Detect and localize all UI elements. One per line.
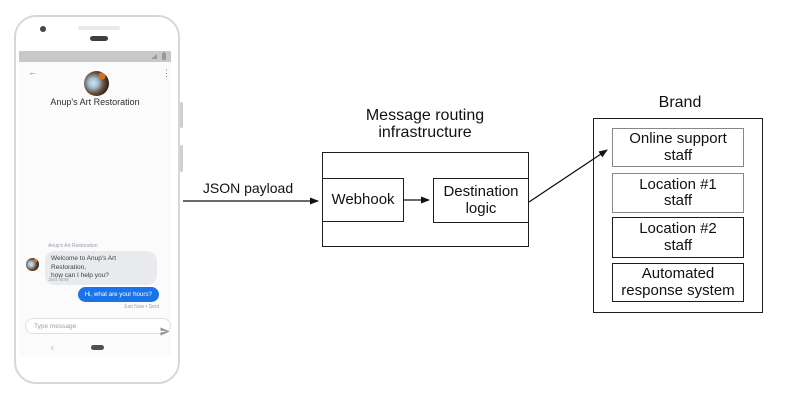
earpiece-speaker-icon (78, 26, 120, 30)
target-label: Automated response system (621, 265, 735, 299)
sender-label: Anup's Art Restoration (48, 243, 98, 249)
battery-icon (162, 52, 166, 60)
message-composer (25, 318, 171, 336)
chat-title: Anup's Art Restoration (50, 97, 140, 107)
back-arrow-icon[interactable]: ← (28, 67, 37, 77)
power-button[interactable] (180, 102, 183, 128)
json-payload-label: JSON payload (202, 180, 294, 196)
target-label: Online support staff (629, 130, 727, 164)
signal-icon (151, 54, 157, 59)
more-options-icon[interactable]: ⋮ (162, 68, 171, 78)
target-automated-response-system: Automated response system (612, 263, 744, 302)
speaker-grille-icon (90, 36, 108, 41)
business-avatar (84, 71, 109, 96)
message-avatar (26, 258, 39, 271)
home-button[interactable] (91, 345, 104, 350)
message-input[interactable] (26, 319, 150, 333)
target-label: Location #2 staff (639, 220, 717, 254)
volume-button[interactable] (180, 145, 183, 172)
front-camera-icon (40, 26, 46, 32)
target-location-2-staff: Location #2 staff (612, 217, 744, 258)
destination-logic-box: Destination logic (433, 178, 529, 223)
outgoing-timestamp: Just Now • Sent (123, 304, 159, 310)
phone-screen: ← ⋮ Anup's Art Restoration Anup's Art Re… (19, 62, 171, 357)
nav-back-icon[interactable]: ‹ (51, 343, 54, 352)
outgoing-message-bubble: Hi, what are your hours? (77, 287, 159, 302)
incoming-timestamp: Just Now (48, 277, 69, 283)
send-icon[interactable] (155, 322, 170, 336)
status-bar (19, 51, 171, 62)
brand-title: Brand (658, 94, 702, 111)
brand-box (593, 118, 763, 313)
target-location-1-staff: Location #1 staff (612, 173, 744, 213)
target-online-support-staff: Online support staff (612, 128, 744, 167)
phone-mockup: ← ⋮ Anup's Art Restoration Anup's Art Re… (14, 15, 183, 384)
routing-infrastructure-title: Message routing infrastructure (365, 107, 485, 141)
webhook-label: Webhook (331, 190, 395, 208)
webhook-box: Webhook (322, 178, 404, 222)
destination-logic-label: Destination logic (443, 183, 519, 217)
target-label: Location #1 staff (639, 175, 717, 209)
incoming-message-bubble: Welcome to Anup's Art Restoration, how c… (45, 251, 157, 285)
